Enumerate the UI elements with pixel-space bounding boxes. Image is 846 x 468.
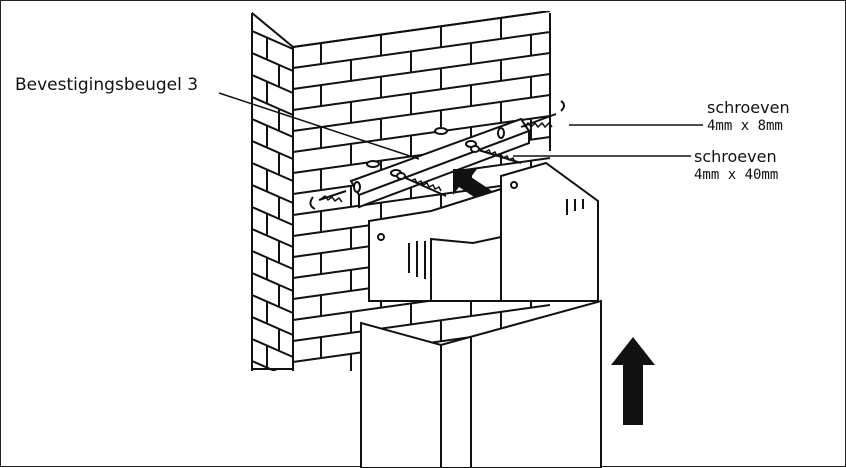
brick-mortar-line: [252, 162, 294, 182]
brick-mortar-line: [252, 250, 294, 270]
brick-mortar-line: [292, 52, 550, 90]
brick-mortar-line: [252, 272, 294, 292]
screw-short-right: [520, 100, 565, 129]
screw-small-name-label: schroeven: [707, 98, 790, 117]
brick-mortar-line: [252, 294, 294, 314]
screw-long-right: [470, 145, 522, 164]
screw-large-name-label: schroeven: [694, 147, 777, 166]
lower-chimney-cover: [360, 299, 602, 468]
leader-lines: [218, 92, 703, 160]
bracket-label: Bevestigingsbeugel 3: [15, 75, 199, 95]
brick-mortar-line: [252, 140, 294, 160]
brick-mortar-line: [252, 118, 294, 138]
brick-mortar-line: [252, 96, 294, 116]
brick-mortar-line: [252, 360, 278, 371]
screw-large-size-label: 4mm x 40mm: [694, 167, 779, 183]
brick-mortar-line: [292, 304, 550, 342]
up-arrow-icon: [611, 337, 655, 425]
brick-mortar-line: [252, 52, 294, 72]
brick-mortar-line: [252, 30, 294, 50]
brick-mortar-line: [252, 228, 294, 248]
brick-mortar-line: [252, 74, 294, 94]
brick-mortar-line: [292, 115, 550, 153]
brick-mortar-line: [292, 94, 550, 132]
brick-mortar-line: [292, 11, 550, 48]
brick-mortar-line: [292, 31, 550, 69]
screw-short-left: [309, 190, 347, 210]
brick-mortar-line: [292, 73, 550, 111]
screw-long-left: [396, 172, 447, 197]
brick-mortar-line: [252, 338, 294, 358]
screw-small-size-label: 4mm x 8mm: [707, 118, 783, 134]
brick-mortar-line: [252, 206, 294, 226]
upper-chimney-cover: [368, 161, 599, 302]
brick-mortar-line: [252, 316, 294, 336]
wall-edges: [251, 13, 551, 371]
brick-mortar-line: [252, 184, 294, 204]
